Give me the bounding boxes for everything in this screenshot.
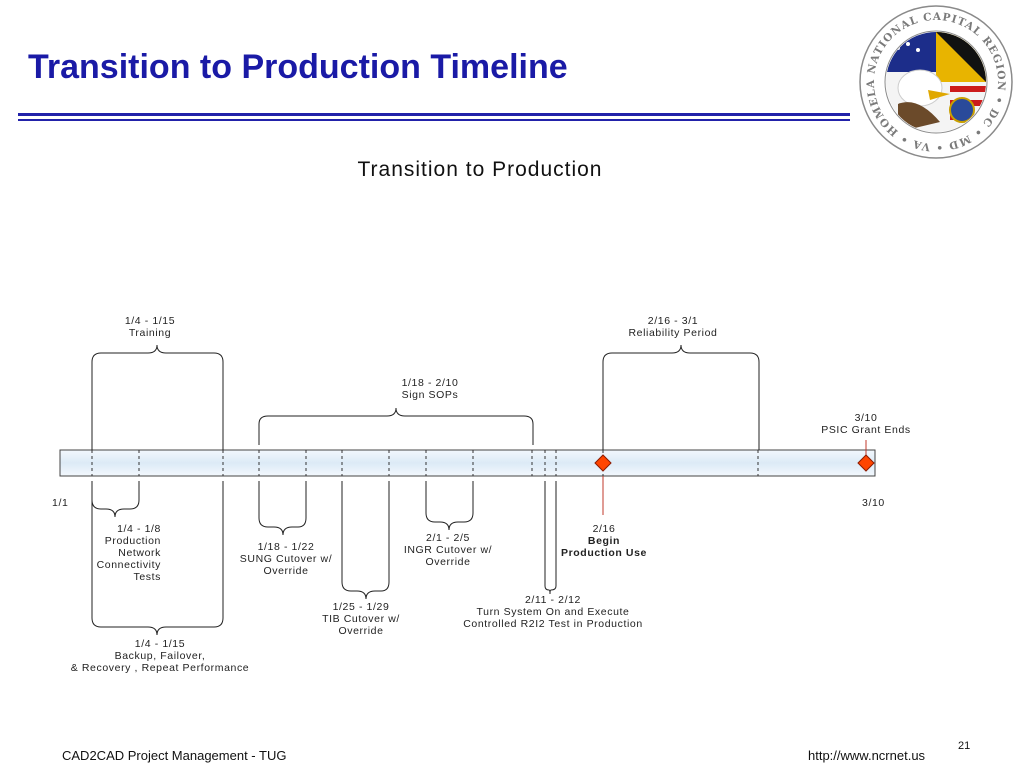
reliability-label: 2/16 - 3/1 Reliability Period xyxy=(628,315,718,339)
homeland-security-seal-icon: NATIONAL CAPITAL REGION • DC • MD • VA •… xyxy=(858,4,1013,159)
title-rule-thin xyxy=(18,119,850,121)
footer-url: http://www.ncrnet.us xyxy=(808,748,926,763)
turn-on-label: 2/11 - 2/12 Turn System On and Execute C… xyxy=(463,594,643,630)
timeline-end-label: 3/10 xyxy=(862,497,885,509)
ingr-cutover-label: 2/1 - 2/5 INGR Cutover w/ Override xyxy=(403,532,493,568)
footer-project: CAD2CAD Project Management - TUG xyxy=(62,748,287,763)
page-number: 21 xyxy=(958,740,971,752)
network-tests-label: 1/4 - 1/8 Production Network Connectivit… xyxy=(96,523,161,583)
ingr-brace xyxy=(425,481,474,531)
timeline-title: Transition to Production xyxy=(357,158,603,181)
sung-cutover-label: 1/18 - 1/22 SUNG Cutover w/ Override xyxy=(239,541,333,577)
reliability-brace xyxy=(602,344,760,450)
training-label: 1/4 - 1/15 Training xyxy=(124,315,176,339)
grant-end-label: 3/10 PSIC Grant Ends xyxy=(821,412,911,436)
tib-brace xyxy=(341,481,390,600)
training-brace xyxy=(91,344,224,450)
sign-sops-label: 1/18 - 2/10 Sign SOPs xyxy=(401,377,459,401)
title-rule-thick xyxy=(18,113,850,116)
backup-brace xyxy=(91,481,224,636)
timeline-bar xyxy=(59,449,876,477)
turn-on-brace xyxy=(544,481,557,595)
timeline-start-label: 1/1 xyxy=(52,497,69,509)
backup-label: 1/4 - 1/15 Backup, Failover, & Recovery … xyxy=(70,638,250,674)
begin-production-milestone-icon xyxy=(594,454,612,472)
begin-production-label: 2/16 Begin Production Use xyxy=(561,523,647,559)
sign-sops-brace xyxy=(258,407,534,445)
grant-end-milestone-icon xyxy=(857,454,875,472)
network-brace xyxy=(91,481,140,518)
slide-title: Transition to Production Timeline xyxy=(28,48,568,86)
tib-cutover-label: 1/25 - 1/29 TIB Cutover w/ Override xyxy=(322,601,400,637)
sung-brace xyxy=(258,481,307,536)
